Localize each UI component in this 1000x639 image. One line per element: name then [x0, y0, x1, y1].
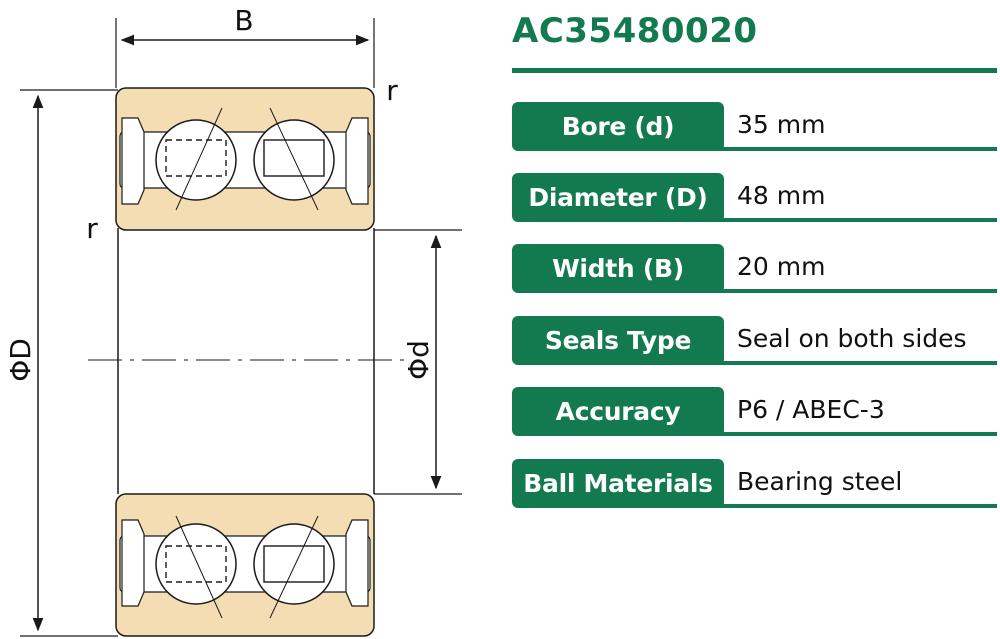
spec-row-accuracy: Accuracy P6 / ABEC-3 — [512, 387, 997, 439]
spec-value: 35 mm — [737, 110, 826, 139]
spec-row-ball-materials: Ball Materials Bearing steel — [512, 459, 997, 511]
spec-value: 20 mm — [737, 252, 826, 281]
spec-underline — [712, 504, 997, 508]
spec-label: Seals Type — [512, 316, 724, 365]
spec-value: Bearing steel — [737, 467, 903, 496]
bottom-ring-section — [115, 493, 375, 637]
spec-label: Diameter (D) — [512, 173, 724, 222]
bearing-cross-section-drawing: B r r ΦD Φd — [4, 4, 462, 637]
spec-label: Accuracy — [512, 387, 724, 436]
bore-label: Φd — [402, 340, 435, 380]
radius-label-top: r — [386, 74, 398, 107]
spec-value: P6 / ABEC-3 — [737, 395, 885, 424]
top-ring-section — [115, 87, 375, 231]
part-number-title: AC35480020 — [512, 11, 758, 51]
outer-diameter-label: ΦD — [4, 338, 37, 382]
title-divider — [512, 68, 997, 73]
spec-row-width: Width (B) 20 mm — [512, 244, 997, 296]
spec-row-diameter: Diameter (D) 48 mm — [512, 173, 997, 225]
spec-label: Width (B) — [512, 244, 724, 293]
extension-lines — [20, 18, 462, 637]
width-label: B — [234, 4, 253, 37]
spec-underline — [712, 218, 997, 222]
spec-label: Bore (d) — [512, 102, 724, 151]
spec-underline — [712, 361, 997, 365]
spec-underline — [712, 432, 997, 436]
spec-value: 48 mm — [737, 181, 826, 210]
spec-underline — [712, 289, 997, 293]
spec-row-bore: Bore (d) 35 mm — [512, 102, 997, 154]
bearing-body-outline — [117, 228, 375, 494]
spec-underline — [712, 147, 997, 151]
spec-row-seals-type: Seals Type Seal on both sides — [512, 316, 997, 368]
spec-value: Seal on both sides — [737, 324, 967, 353]
spec-label: Ball Materials — [512, 459, 724, 508]
radius-label-side: r — [86, 212, 98, 245]
